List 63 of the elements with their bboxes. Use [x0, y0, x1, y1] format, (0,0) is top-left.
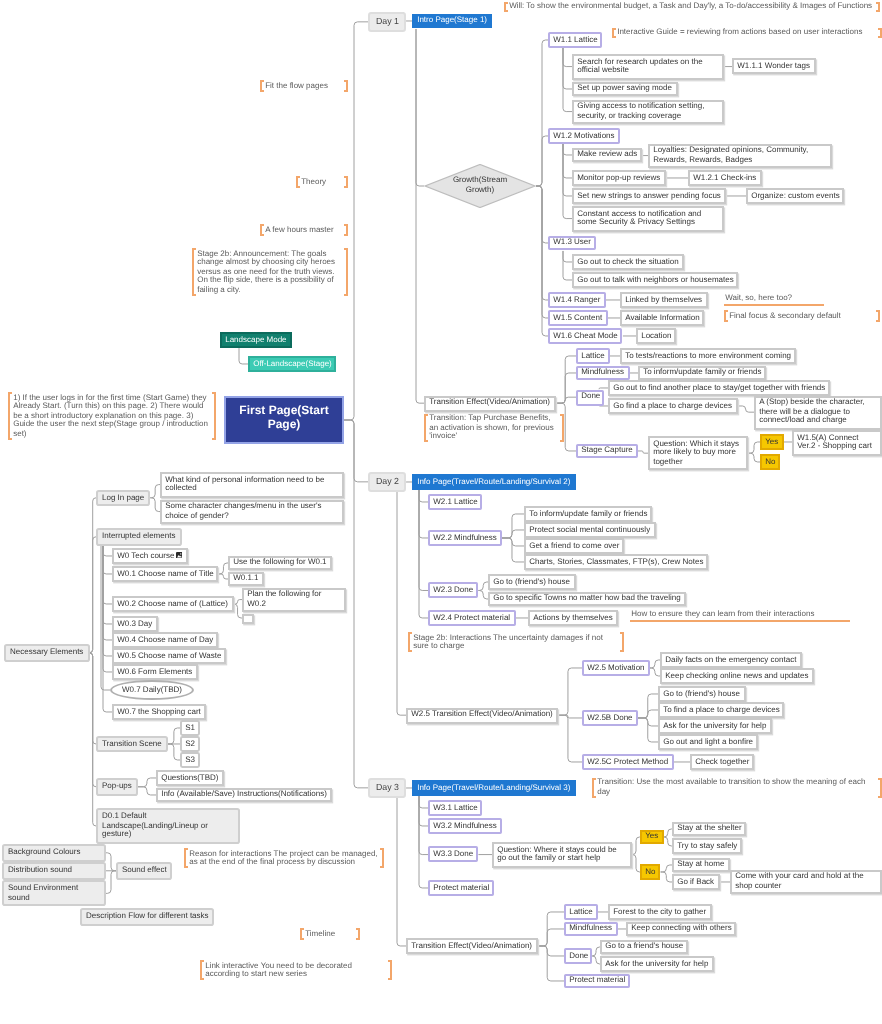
connector-line: [616, 928, 627, 930]
connector-line: [536, 945, 565, 982]
connector-line: [102, 545, 113, 713]
connector-line: [149, 484, 161, 499]
connector-line: [562, 143, 573, 220]
connector-line: [343, 419, 369, 789]
empty-topic-box: [242, 613, 254, 623]
connector-line: [591, 955, 601, 965]
connector-line: [718, 881, 731, 883]
connector-line: [782, 441, 793, 443]
connector-line: [631, 836, 641, 856]
connector-line: [167, 743, 181, 761]
connector-line: [238, 347, 249, 365]
connector-line: [660, 871, 673, 883]
connector-line: [598, 404, 609, 407]
connector-line: [396, 491, 407, 716]
connector-line: [660, 864, 673, 873]
connector-line: [554, 402, 577, 452]
connector-line: [723, 66, 733, 68]
connector-line: [535, 135, 549, 187]
connector-line: [637, 450, 649, 454]
connector-line: [100, 545, 111, 691]
connector-line: [631, 854, 641, 873]
connector-line: [167, 727, 181, 745]
connector-line: [218, 562, 229, 575]
connector-line: [418, 489, 429, 619]
connector-line: [649, 659, 661, 669]
connector-line: [562, 47, 573, 113]
connector-line: [514, 617, 529, 619]
connector-line: [649, 667, 661, 677]
connector-line: [747, 441, 761, 454]
connector-line: [747, 452, 761, 463]
connector-line: [609, 355, 621, 357]
connector-line: [628, 372, 639, 374]
connector-line: [415, 28, 425, 404]
connector-line: [167, 743, 181, 745]
connector-line: [637, 717, 659, 743]
connector-line: [662, 828, 673, 838]
connector-line: [598, 387, 609, 390]
connector-line: [477, 854, 493, 856]
connector-line: [218, 573, 229, 580]
connector-line: [622, 335, 637, 337]
connector-line: [606, 317, 621, 319]
connector-line: [418, 795, 429, 889]
connector-line: [605, 299, 621, 301]
connector-line: [477, 581, 489, 591]
connector-line: [477, 589, 489, 600]
connector-line: [501, 537, 525, 563]
connector-line: [557, 714, 583, 763]
connector-line: [597, 911, 609, 913]
connector-line: [396, 797, 407, 947]
connector-line: [137, 786, 157, 796]
connector-line: [725, 195, 747, 197]
topic-box: [112, 548, 188, 564]
connector-line: [672, 761, 691, 763]
connector-line: [562, 250, 573, 281]
connector-line: [105, 852, 117, 872]
connector-line: [88, 652, 97, 827]
connector-line: [591, 946, 601, 957]
connector-line: [662, 836, 673, 847]
connector-line: [88, 536, 97, 654]
connector-line: [149, 497, 161, 513]
connector-line: [105, 870, 117, 894]
